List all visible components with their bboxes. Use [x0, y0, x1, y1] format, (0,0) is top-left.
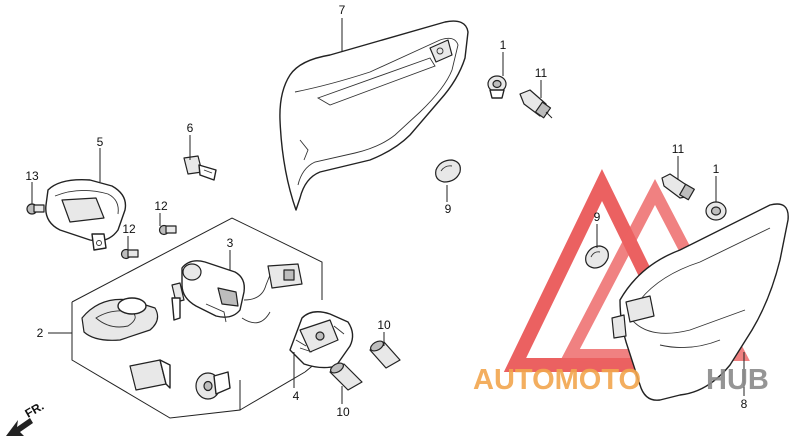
rubber-top: [435, 159, 461, 183]
callout-2: 2: [37, 326, 44, 340]
stud-10-lower: [329, 362, 363, 391]
ignition-switch: [171, 260, 245, 323]
bolt-collar-right: [661, 173, 695, 201]
toolbox-cover: [45, 179, 127, 251]
bolt-collar-top: [519, 89, 553, 119]
screw-13: [26, 203, 45, 215]
callout-12-lower: 12: [122, 222, 136, 236]
front-direction-arrow: FR.: [6, 399, 46, 436]
watermark-text-automoto: AUTOMOTO: [473, 364, 641, 396]
screw-12-lower: [120, 248, 139, 260]
grommet-right: [705, 201, 727, 221]
cap-block: [129, 359, 171, 391]
callout-1-right: 1: [713, 162, 720, 176]
callout-7: 7: [339, 3, 346, 17]
direction-label: FR.: [23, 399, 47, 421]
callout-12-upper: 12: [154, 199, 168, 213]
watermark-text-hub: HUB: [706, 364, 769, 396]
stud-10-upper: [369, 340, 401, 369]
callout-9-top: 9: [445, 202, 452, 216]
callout-5: 5: [97, 135, 104, 149]
screw-12-upper: [158, 224, 177, 236]
rubber-right: [585, 245, 609, 269]
lock-cylinder-small: [195, 371, 231, 400]
seal-cap: [81, 297, 159, 341]
callout-9-right: 9: [594, 210, 601, 224]
callout-3: 3: [227, 236, 234, 250]
key: [183, 155, 217, 181]
callout-labels: 7 1 11 9 5 13 6 12 12 3 2 4 10 10 11 1 9…: [25, 3, 747, 419]
lock-assembly: [289, 311, 354, 369]
callout-10-upper: 10: [377, 318, 391, 332]
callout-11-top: 11: [535, 66, 548, 80]
left-side-cover: [279, 20, 469, 211]
grommet-top: [487, 75, 507, 99]
callout-11-right: 11: [672, 142, 685, 156]
wire-harness: [241, 263, 303, 324]
right-side-cover: [611, 203, 789, 401]
leader-lines: [31, 18, 745, 404]
callout-8: 8: [741, 397, 748, 411]
watermark-text: AUTOMOTO HUB: [473, 364, 769, 396]
callout-10-lower: 10: [336, 405, 350, 419]
callout-1-top: 1: [500, 38, 507, 52]
callout-4: 4: [293, 389, 300, 403]
callout-13: 13: [25, 169, 39, 183]
callout-6: 6: [187, 121, 194, 135]
